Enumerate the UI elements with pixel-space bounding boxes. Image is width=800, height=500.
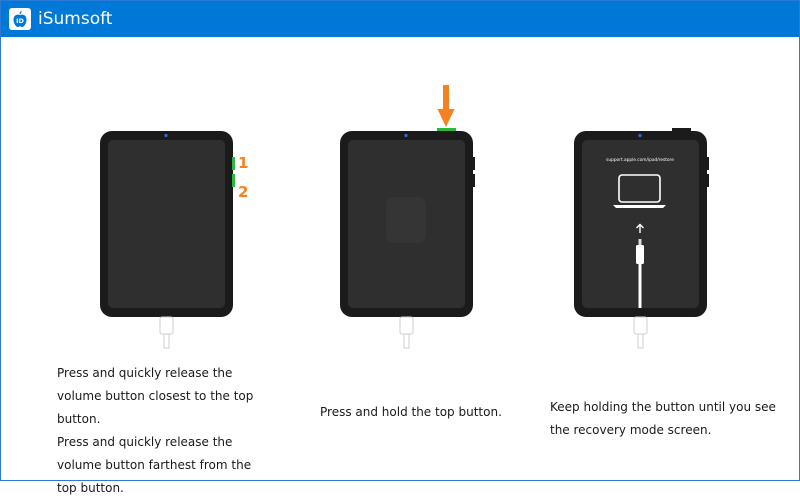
volume-down-button — [472, 174, 475, 187]
step-1-caption: Press and quickly release the volume but… — [57, 362, 267, 500]
app-icon-text: ID — [16, 17, 24, 25]
front-camera — [638, 133, 642, 138]
volume-down-button — [706, 174, 709, 187]
step-1-panel: 1 2 Press and quickly release the volume… — [1, 37, 271, 495]
step-marker-2: 2 — [238, 183, 248, 201]
step-marker-1: 1 — [238, 154, 248, 172]
usb-cable — [159, 316, 174, 349]
step-3-panel: support.apple.com/ipad/restore Keep hold… — [536, 37, 799, 482]
usb-cable — [399, 316, 414, 349]
laptop-icon — [613, 174, 666, 208]
step-2-caption: Press and hold the top button. — [320, 401, 530, 424]
front-camera — [164, 133, 168, 138]
ipad-screen — [108, 140, 225, 308]
up-arrow-icon — [636, 223, 644, 233]
volume-up-button — [706, 157, 709, 170]
step-1-caption-line-1: Press and quickly release the volume but… — [57, 366, 254, 426]
usb-cable — [633, 316, 648, 349]
ipad-step-1: 1 2 — [100, 131, 248, 349]
step-2-caption-line-1: Press and hold the top button. — [320, 405, 502, 419]
step-3-caption-line-1: Keep holding the button until you see th… — [550, 400, 776, 437]
volume-up-button — [472, 157, 475, 170]
top-button — [437, 128, 456, 131]
step-2-panel: Press and hold the top button. — [271, 37, 536, 482]
ipad-screen — [582, 140, 699, 308]
app-title: iSumsoft — [38, 9, 113, 29]
screen-logo-shadow — [386, 197, 426, 243]
lightning-cable-icon — [636, 239, 644, 308]
top-button — [672, 128, 691, 131]
volume-up-button — [232, 157, 235, 170]
volume-down-button — [232, 174, 235, 187]
title-bar: ID iSumsoft — [1, 1, 799, 37]
front-camera — [404, 133, 408, 138]
restore-url-text: support.apple.com/ipad/restore — [606, 157, 674, 163]
ipad-step-2 — [340, 85, 475, 349]
ipad-step-3: support.apple.com/ipad/restore — [574, 128, 709, 349]
step-3-caption: Keep holding the button until you see th… — [550, 396, 785, 442]
step-1-caption-line-2: Press and quickly release the volume but… — [57, 435, 252, 495]
isumsoft-logo-icon: ID — [9, 8, 31, 30]
down-arrow-icon — [437, 85, 455, 127]
